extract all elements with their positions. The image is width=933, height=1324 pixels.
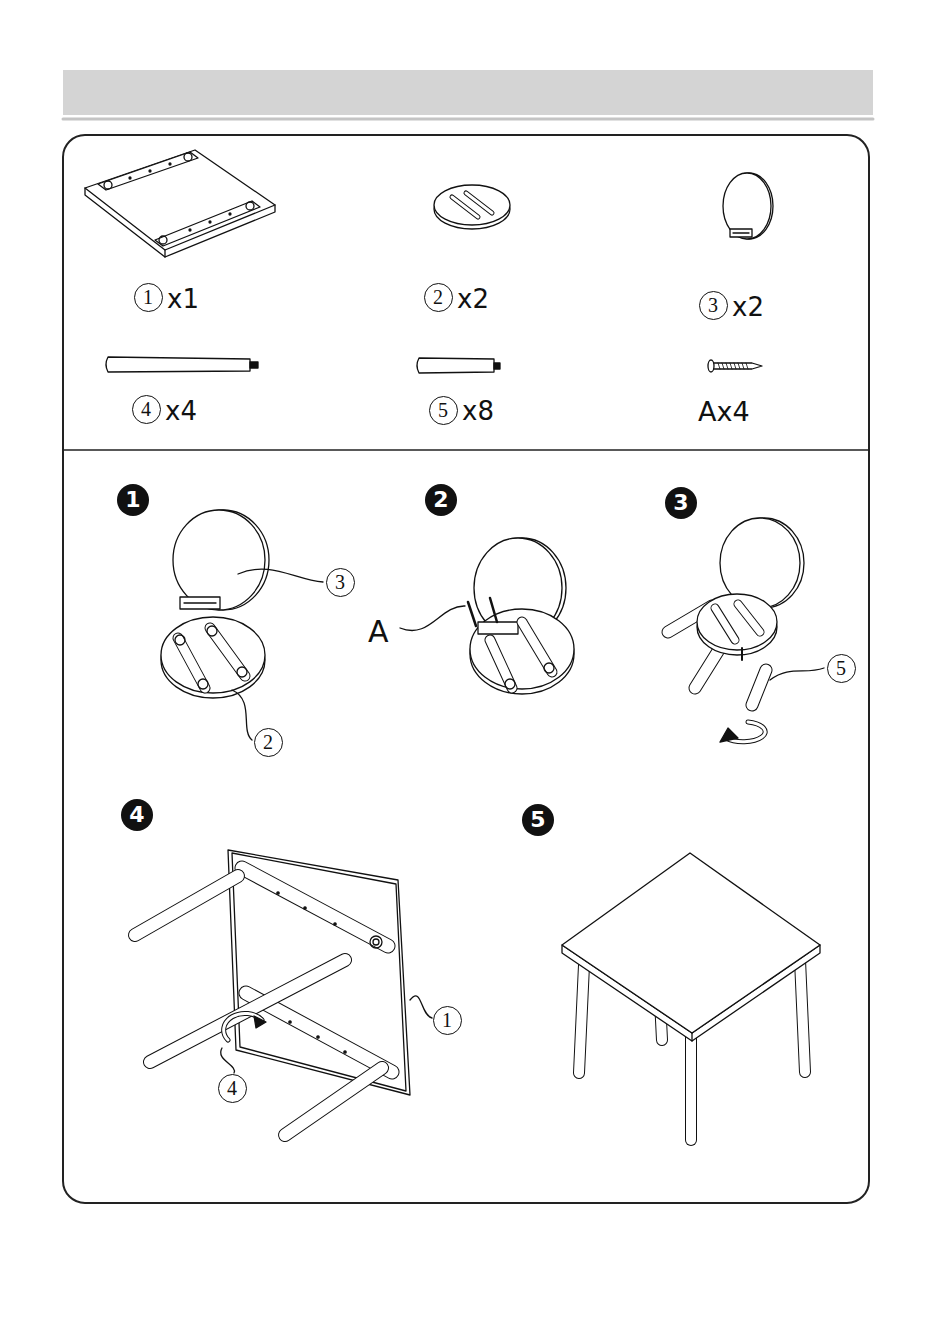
- number-text: 4: [227, 1078, 237, 1098]
- number-text: 3: [673, 492, 688, 514]
- quantity-label: x8: [462, 398, 494, 424]
- number-text: 1: [442, 1010, 452, 1030]
- number-text: 1: [143, 287, 153, 307]
- part-callout: 3: [326, 568, 355, 597]
- step-number: 3: [665, 487, 697, 519]
- part-callout: 3: [699, 291, 728, 320]
- step-number: 5: [522, 804, 554, 836]
- number-text: 1: [125, 489, 140, 511]
- number-text: 5: [530, 809, 545, 831]
- part-callout: 2: [254, 728, 283, 757]
- number-text: 4: [141, 399, 151, 419]
- part-callout: 5: [429, 396, 458, 425]
- part-callout: 2: [424, 283, 453, 312]
- number-text: 5: [836, 658, 846, 678]
- step-number: 4: [121, 799, 153, 831]
- number-text: 3: [708, 295, 718, 315]
- number-text: 2: [433, 489, 448, 511]
- number-text: 5: [438, 400, 448, 420]
- number-text: 3: [335, 572, 345, 592]
- quantity-label: x2: [457, 286, 489, 312]
- quantity-label: x2: [732, 294, 764, 320]
- step-number: 1: [117, 484, 149, 516]
- quantity-label: x1: [167, 286, 199, 312]
- quantity-label: Ax4: [698, 398, 750, 425]
- hardware-callout: A: [368, 617, 389, 647]
- number-text: 2: [433, 287, 443, 307]
- number-text: 2: [263, 732, 273, 752]
- part-callout: 1: [134, 283, 163, 312]
- part-callout: 4: [132, 395, 161, 424]
- number-text: 4: [129, 804, 144, 826]
- part-callout: 1: [433, 1006, 462, 1035]
- part-callout: 5: [827, 654, 856, 683]
- quantity-label: x4: [165, 398, 197, 424]
- part-callout: 4: [218, 1074, 247, 1103]
- step-number: 2: [425, 484, 457, 516]
